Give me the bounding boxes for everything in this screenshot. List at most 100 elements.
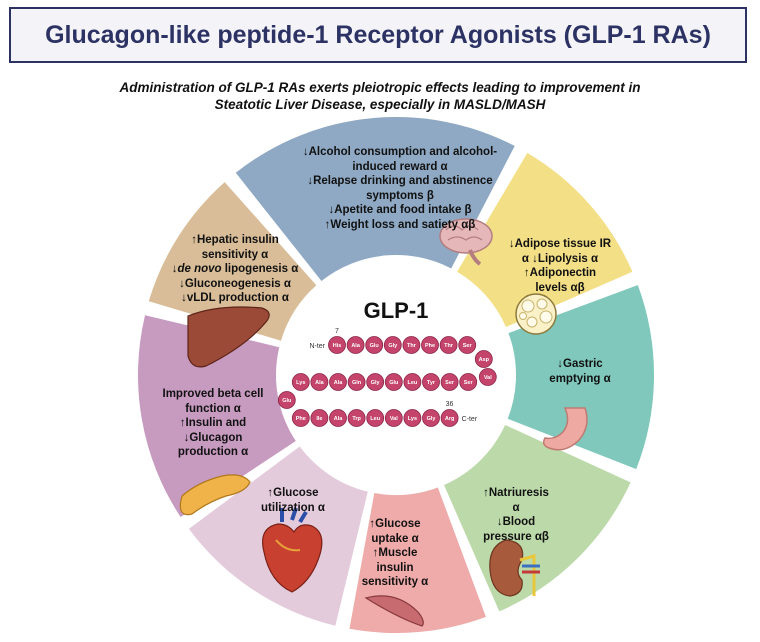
amino-acid-bead xyxy=(328,336,346,354)
brain-effects-text: ↓Alcohol consumption and alcohol- induce… xyxy=(276,145,524,232)
liver-effect-line: ↓de novo lipogenesis α xyxy=(160,262,310,277)
amino-acid-bead xyxy=(402,336,421,354)
amino-acid-bead xyxy=(291,373,310,391)
amino-acid-bead xyxy=(383,336,402,354)
amino-acid-bead xyxy=(403,409,422,427)
muscle-effect-line: ↑Muscle xyxy=(372,547,418,559)
amino-acid-label: Glu xyxy=(282,398,291,404)
amino-acid-label: Gln xyxy=(352,380,362,386)
amino-acid-label: Ser xyxy=(463,343,473,349)
c-terminus-label: C-ter xyxy=(462,416,478,423)
amino-acid-label: Phe xyxy=(425,343,435,349)
page-title: Glucagon-like peptide-1 Receptor Agonist… xyxy=(45,20,711,49)
amino-acid-bead xyxy=(329,373,347,391)
amino-acid-label: Asp xyxy=(479,357,490,363)
liver-effect-emphasis: de novo xyxy=(177,263,222,275)
amino-acid-label: Val xyxy=(390,416,398,422)
amino-acid-bead xyxy=(366,409,385,427)
position-start-label: 7 xyxy=(335,328,339,335)
liver-effect-line: sensitivity α xyxy=(201,248,269,261)
kidney-effect-line: ↑Natriuresis xyxy=(483,487,549,499)
position-end-label: 36 xyxy=(446,401,454,408)
liver-segment xyxy=(148,182,317,341)
pancreas-segment xyxy=(138,315,296,518)
amino-acid-bead xyxy=(478,368,497,386)
amino-acid-label: Thr xyxy=(407,343,417,349)
liver-effect-line: ↑Hepatic insulin xyxy=(191,234,279,246)
pancreas-effect-line: Improved beta cell xyxy=(162,388,264,400)
pancreas-effect-line: production α xyxy=(177,446,249,458)
title-box: Glucagon-like peptide-1 Receptor Agonist… xyxy=(9,7,747,63)
amino-acid-label: Leu xyxy=(408,380,418,386)
adipose-segment xyxy=(457,152,633,327)
amino-acid-label: Thr xyxy=(444,343,454,349)
adipose-effects-text: ↓Adipose tissue IR α ↓Lipolysis α ↑Adipo… xyxy=(496,237,624,295)
amino-acid-bead xyxy=(329,409,347,427)
stomach-icon xyxy=(542,407,588,451)
amino-acid-label: Gly xyxy=(388,343,398,349)
adipose-tissue-icon xyxy=(515,293,557,335)
amino-acid-label: Ala xyxy=(334,380,344,386)
liver-effect-line: ↓vLDL production α xyxy=(181,292,289,304)
n-terminus-label: N-ter xyxy=(309,343,325,350)
adipose-effect-line: levels αβ xyxy=(535,281,585,294)
amino-acid-bead xyxy=(421,336,439,354)
amino-acid-label: Gly xyxy=(427,416,437,422)
amino-acid-bead xyxy=(459,373,478,391)
muscle-effects-text: ↑Glucose uptake α ↑Muscle insulin sensit… xyxy=(350,517,440,590)
brain-effect-line: ↓Relapse drinking and abstinence xyxy=(307,175,493,187)
brain-effect-line: ↓Alcohol consumption and alcohol- xyxy=(302,146,498,158)
amino-acid-bead xyxy=(310,409,329,427)
amino-acid-bead xyxy=(384,409,403,427)
subtitle: Administration of GLP-1 RAs exerts pleio… xyxy=(40,79,720,113)
muscle-effect-line: sensitivity α xyxy=(361,576,429,588)
heart-effect-line: ↑Glucose xyxy=(267,487,319,499)
amino-acid-label: Arg xyxy=(445,416,454,422)
kidney-effect-line: pressure αβ xyxy=(483,530,549,543)
subtitle-line-1: Administration of GLP-1 RAs exerts pleio… xyxy=(119,80,641,95)
liver-icon xyxy=(187,306,270,368)
kidney-effects-text: ↑Natriuresis α ↓Blood pressure αβ xyxy=(468,486,564,544)
heart-effects-text: ↑Glucose utilization α xyxy=(238,486,348,515)
stomach-effects-text: ↓Gastric emptying α xyxy=(530,357,630,386)
adipose-effect-line: ↓Adipose tissue IR xyxy=(508,238,612,250)
amino-acid-label: Lys xyxy=(296,380,305,386)
center-label: GLP-1 xyxy=(364,298,429,323)
adipose-effect-line: α ↓Lipolysis α xyxy=(521,252,599,265)
amino-acid-bead xyxy=(439,336,458,354)
amino-acid-bead xyxy=(347,409,366,427)
amino-acid-bead xyxy=(403,373,422,391)
amino-acid-bead xyxy=(277,391,296,409)
amino-acid-bead xyxy=(422,409,440,427)
brain-effect-line: induced reward α xyxy=(352,160,448,173)
muscle-effect-line: insulin xyxy=(376,561,414,574)
amino-acid-label: Leu xyxy=(370,416,380,422)
kidney-effect-line: α xyxy=(512,501,520,514)
amino-acid-label: Ser xyxy=(464,380,474,386)
amino-acid-label: Glu xyxy=(370,343,379,349)
heart-effect-line: utilization α xyxy=(261,501,325,514)
brain-effect-line: ↓Apetite and food intake β xyxy=(328,204,472,216)
muscle-effect-line: ↑Glucose xyxy=(369,518,421,530)
brain-effect-line: symptoms β xyxy=(366,189,434,202)
amino-acid-label: Val xyxy=(484,375,492,381)
pancreas-icon xyxy=(179,474,251,516)
amino-acid-bead xyxy=(291,409,310,427)
amino-acid-bead xyxy=(347,373,366,391)
liver-effect-line: ↓Gluconeogenesis α xyxy=(179,277,291,290)
liver-effect-arrow: ↓ xyxy=(171,263,178,275)
pancreas-effect-line: function α xyxy=(185,402,241,415)
brain-icon xyxy=(439,218,493,266)
amino-acid-label: Gly xyxy=(371,380,381,386)
amino-acid-bead xyxy=(440,373,459,391)
liver-effects-text: ↑Hepatic insulin sensitivity α ↓de novo … xyxy=(160,233,310,306)
pancreas-effects-text: Improved beta cell function α ↑Insulin a… xyxy=(148,387,278,460)
kidney-icon xyxy=(489,539,540,597)
amino-acid-bead xyxy=(310,373,329,391)
amino-acid-label: Trp xyxy=(352,416,361,422)
amino-acid-bead xyxy=(366,373,385,391)
amino-acid-label: Lys xyxy=(408,416,417,422)
pancreas-effect-line: ↑Insulin and xyxy=(179,417,247,429)
